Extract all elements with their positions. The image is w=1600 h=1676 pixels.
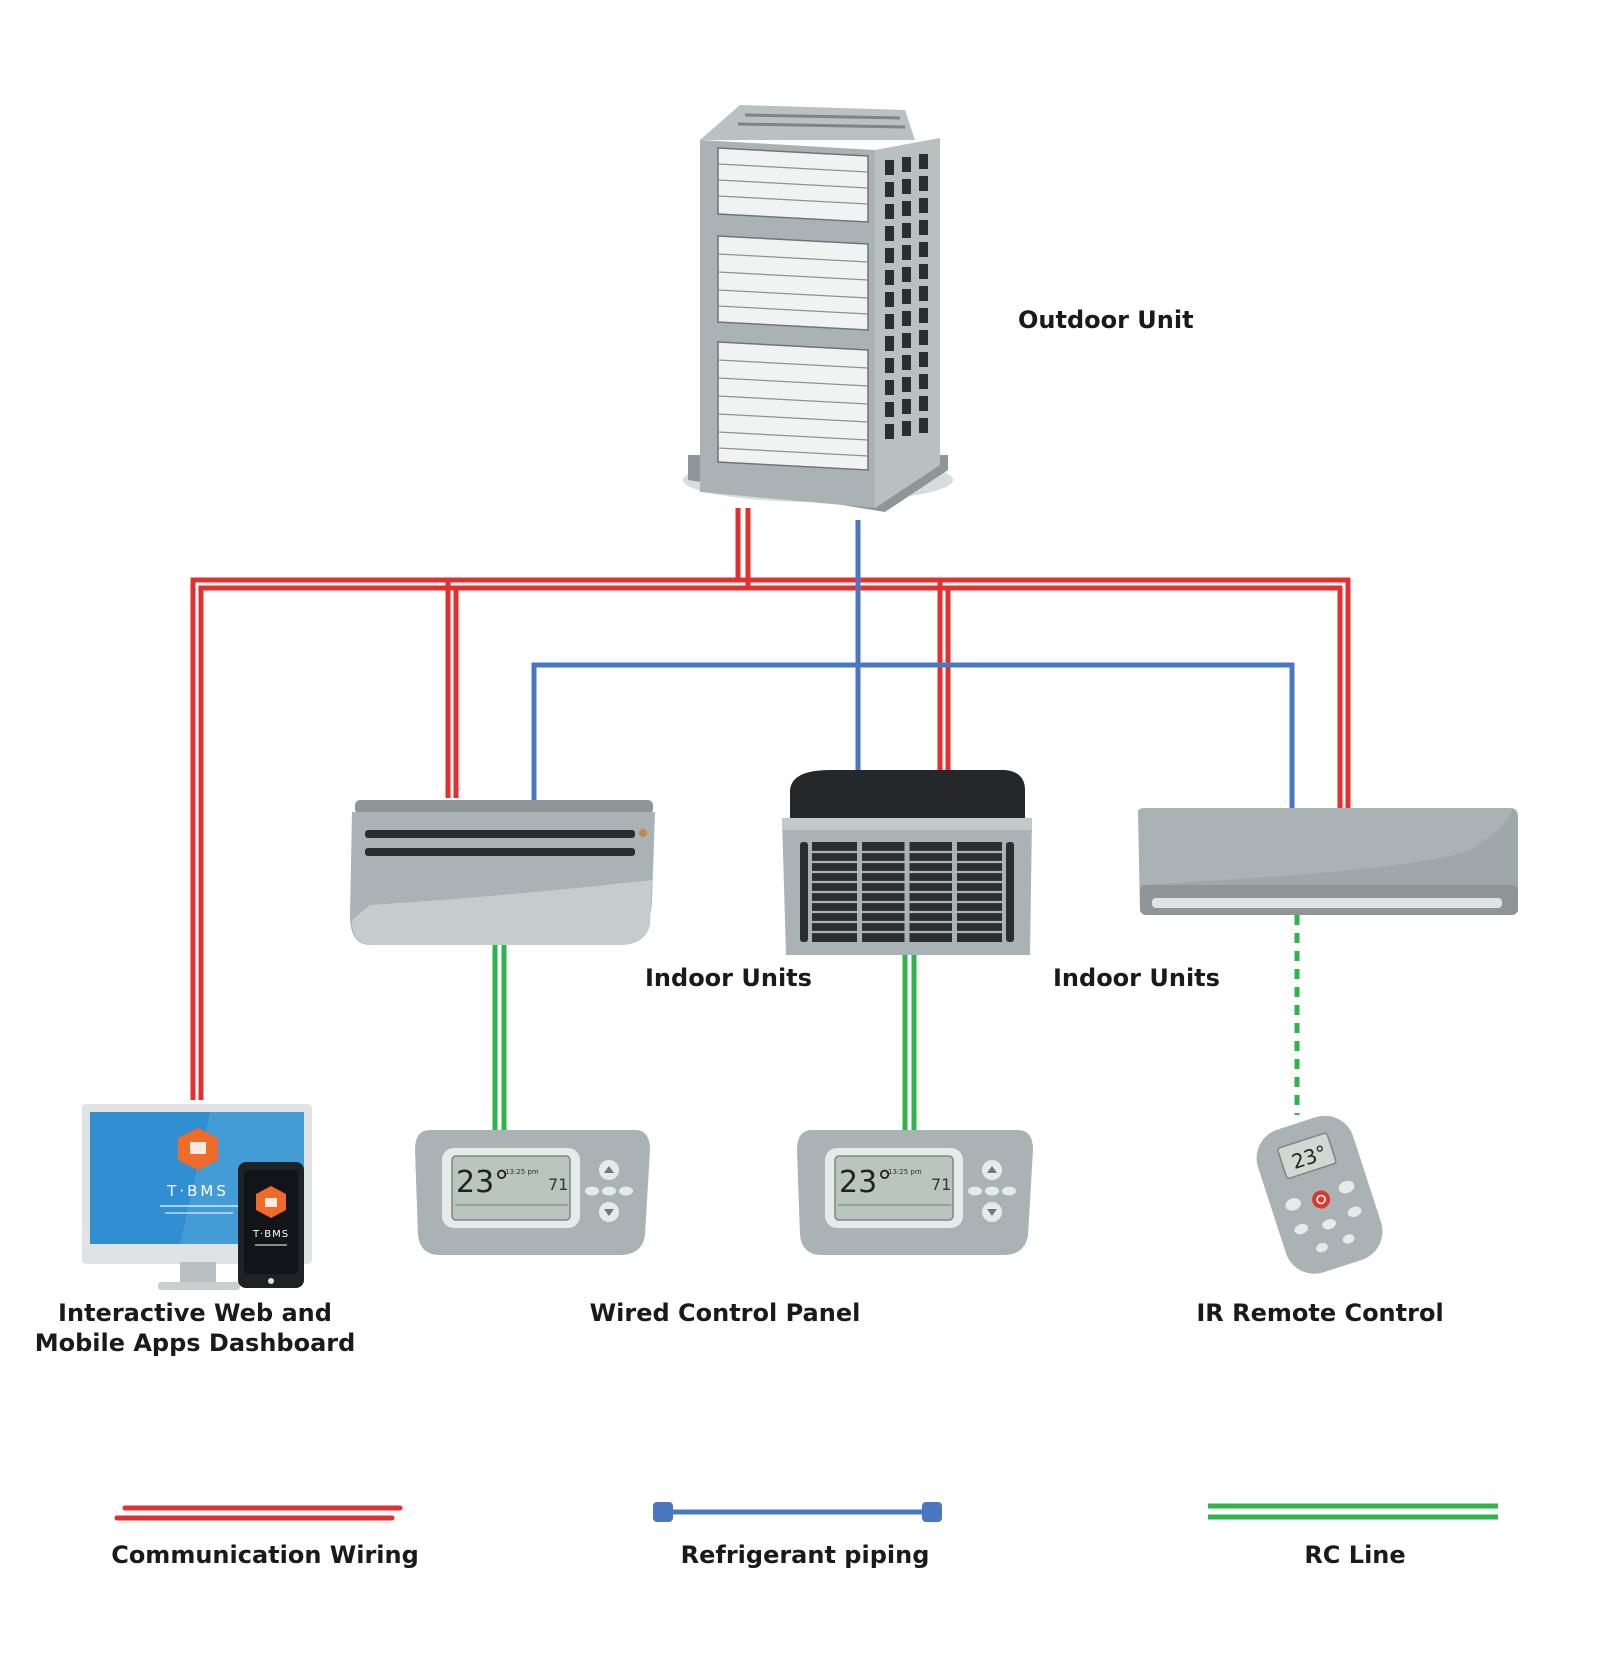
phone-icon: T·BMS [238,1162,304,1288]
grille-vent [919,374,928,389]
thermostat-left-setpoint: 71 [548,1175,568,1194]
phone-brand-text: T·BMS [252,1229,289,1240]
legend-rc-label: RC Line [1304,1541,1406,1569]
legend-refrigerant-swatch [653,1502,942,1522]
cassette-unit-icon [782,770,1032,955]
grille-vent [902,201,911,216]
thermostat-icon: 23° 13:25 pm 71 [797,1130,1033,1255]
grille-vent [919,242,928,257]
thermostat-icon: 23° 13:25 pm 71 [415,1130,650,1255]
grille-vent [919,308,928,323]
legend-rc-swatch [1208,1503,1498,1520]
grille-vent [885,182,894,197]
grille-vent [919,264,928,279]
grille-vent [885,336,894,351]
grille-vent [885,270,894,285]
grille-vent [902,267,911,282]
grille-vent [885,248,894,263]
communication-wiring-lines [190,508,1351,1100]
grille-vent [919,176,928,191]
outdoor-unit-label: Outdoor Unit [1018,306,1194,334]
ir-remote-control-label: IR Remote Control [1196,1299,1444,1327]
grille-vent [919,352,928,367]
grille-vent [885,402,894,417]
grille-vent [885,314,894,329]
indoor-units-label-right: Indoor Units [1053,964,1220,992]
thermostat-right-setpoint: 71 [931,1175,951,1194]
monitor-brand-text: T·BMS [166,1182,229,1200]
grille-vent [919,220,928,235]
legend-communication-label: Communication Wiring [111,1541,419,1569]
grille-vent [885,292,894,307]
grille-vent [885,226,894,241]
grille-vent [919,154,928,169]
grille-vent [902,245,911,260]
thermostat-right-temp: 23° [839,1165,892,1200]
grille-vent [902,179,911,194]
grille-vent [919,418,928,433]
grille-vent [902,157,911,172]
grille-vent [885,358,894,373]
dashboard-label-line1: Interactive Web and [58,1299,332,1327]
indoor-units-label-left: Indoor Units [645,964,812,992]
grille-vent [885,160,894,175]
legend-refrigerant-label: Refrigerant piping [680,1541,930,1569]
refrigerant-piping-lines [531,520,1295,810]
grille-vent [902,399,911,414]
thermostat-right-time: 13:25 pm [888,1168,922,1176]
grille-vent [902,421,911,436]
grille-vent [902,333,911,348]
grille-vent [919,286,928,301]
remote-control-icon: 23° [1256,1115,1383,1274]
rc-lines [492,915,1300,1130]
grille-vent [902,377,911,392]
thermostat-left-temp: 23° [456,1165,509,1200]
grille-vent [902,311,911,326]
outdoor-unit-icon [683,105,953,512]
grille-vent [902,289,911,304]
dashboard-label: Interactive Web and Mobile Apps Dashboar… [30,1298,360,1358]
grille-vent [902,355,911,370]
floor-ceiling-unit-icon [350,800,655,945]
grille-vent [919,396,928,411]
thermostat-left-time: 13:25 pm [505,1168,539,1176]
grille-vent [919,330,928,345]
grille-vent [885,204,894,219]
wall-mounted-unit-icon [1138,808,1518,915]
wired-control-panel-label: Wired Control Panel [589,1299,861,1327]
grille-vent [919,198,928,213]
grille-vent [902,223,911,238]
grille-vent [885,424,894,439]
grille-vent [885,380,894,395]
dashboard-label-line2: Mobile Apps Dashboard [34,1329,356,1357]
legend-communication-swatch [114,1505,403,1521]
